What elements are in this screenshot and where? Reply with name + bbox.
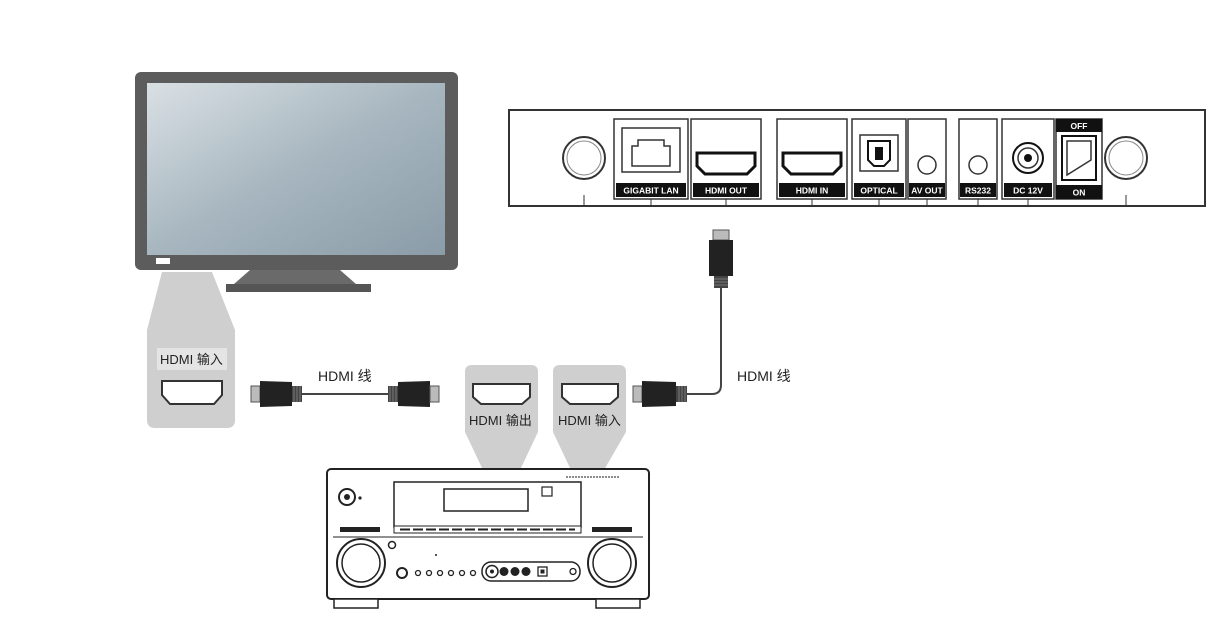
- hdmi-port-icon: [561, 383, 619, 405]
- power-switch: OFF ON: [1055, 118, 1103, 200]
- av-out-port: AV OUT: [907, 118, 947, 206]
- switch-off-label: OFF: [1071, 121, 1088, 131]
- optical-port: OPTICAL: [851, 118, 907, 206]
- receiver-hdmi-output-callout: HDMI 输出: [465, 365, 538, 470]
- av-receiver: [326, 468, 650, 609]
- left-knob-icon: [336, 538, 386, 588]
- hdmi-in-port: HDMI IN: [776, 118, 848, 206]
- receiver-hdmi-input-callout: HDMI 输入: [553, 365, 626, 470]
- hdmi-cable-left: [250, 381, 440, 407]
- port-label-rs232: RS232: [965, 186, 991, 196]
- port-label-gigabit-lan: GIGABIT LAN: [623, 186, 678, 196]
- receiver-input-label: HDMI 输入: [558, 413, 621, 428]
- port-label-hdmi-out: HDMI OUT: [705, 186, 748, 196]
- right-knob-icon: [587, 538, 637, 588]
- left-cable-label: HDMI 线: [318, 368, 372, 384]
- hdmi-port-icon: [161, 380, 223, 405]
- rs232-port: RS232: [958, 118, 998, 206]
- tv-hdmi-input-callout: HDMI 输入: [147, 272, 235, 428]
- hdmi-cable-right: [632, 229, 733, 407]
- port-label-optical: OPTICAL: [860, 186, 897, 196]
- hdmi-plug-icon: [250, 381, 302, 407]
- tv-input-label: HDMI 输入: [160, 352, 223, 367]
- port-label-hdmi-in: HDMI IN: [796, 186, 829, 196]
- left-foot: [562, 136, 606, 180]
- dc-12v-port: DC 12V: [1001, 118, 1055, 206]
- receiver-output-label: HDMI 输出: [469, 413, 532, 428]
- gigabit-lan-port: GIGABIT LAN: [613, 118, 689, 206]
- tv: [135, 72, 458, 292]
- player-back-panel: GIGABIT LAN HDMI OUT HDMI IN OPTICAL: [508, 109, 1206, 207]
- front-av-panel: [481, 561, 581, 582]
- hdmi-port-icon: [472, 383, 531, 405]
- right-cable-label: HDMI 线: [737, 368, 791, 384]
- right-foot: [1104, 136, 1148, 180]
- hdmi-plug-icon: [632, 381, 687, 407]
- hdmi-plug-icon: [388, 381, 440, 407]
- switch-on-label: ON: [1073, 188, 1086, 198]
- hdmi-plug-icon: [709, 229, 733, 288]
- display-window: [443, 488, 529, 512]
- power-button-icon: [338, 488, 356, 506]
- port-label-av-out: AV OUT: [911, 186, 943, 196]
- hdmi-out-port: HDMI OUT: [690, 118, 762, 206]
- port-label-dc-12v: DC 12V: [1013, 186, 1043, 196]
